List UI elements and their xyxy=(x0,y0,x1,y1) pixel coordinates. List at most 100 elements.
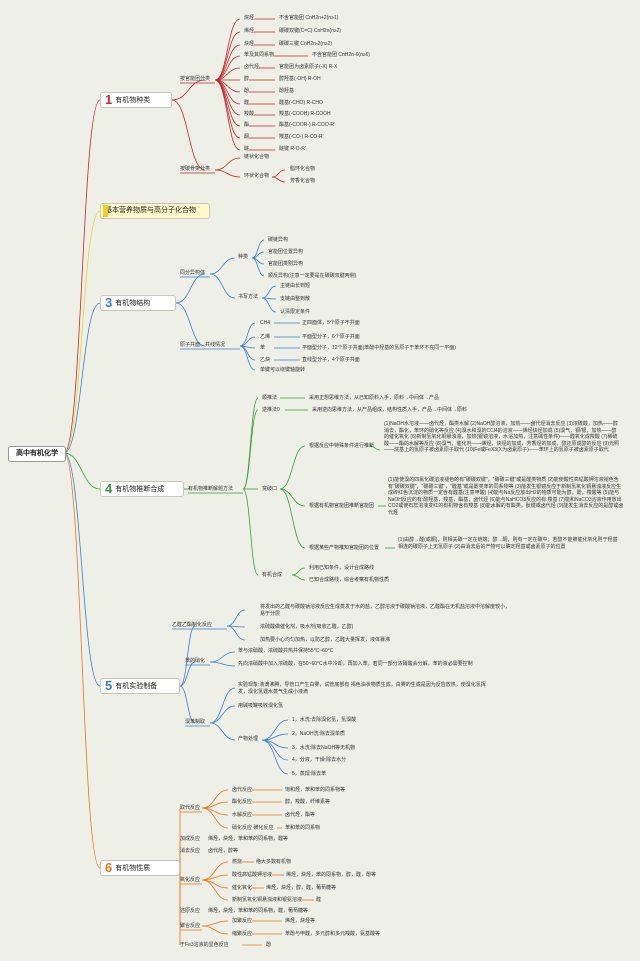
b1-item-desc: 醚键 R-O-R' xyxy=(279,146,306,152)
b3-isomer: 同分异构体 xyxy=(180,270,206,276)
connector xyxy=(214,55,241,81)
b1-item-name: 醛 xyxy=(244,100,250,106)
root-topic[interactable]: 高中有机化学 xyxy=(8,446,66,462)
branch-label: 有机物种类 xyxy=(115,97,151,104)
connector xyxy=(209,687,236,724)
b1-group-functional: 按官能团分类 xyxy=(180,76,211,82)
b6-subst-desc: 饱和烃，苯和苯的同系物等 xyxy=(285,787,346,793)
b6-color: 于Fe3溶液的显色反应 xyxy=(180,942,229,948)
branch-number: 4 xyxy=(105,481,113,496)
connector xyxy=(179,661,196,687)
b3-method: 支链由整到散 xyxy=(280,296,311,302)
b1-alicyclic: 脂环化合物 xyxy=(290,166,316,172)
b6-subst-desc: 醇，羧酸，纤维素等 xyxy=(285,799,331,805)
branch-number: 5 xyxy=(105,678,113,693)
connector xyxy=(261,285,277,299)
b1-item-desc: 醛基(-CHO) R-CHO xyxy=(279,100,323,106)
b1-item-desc: 碳碳双键(C=C) CnH2n(n≥2) xyxy=(279,28,342,34)
connector xyxy=(261,739,289,775)
b6-red-desc: 烯烃，炔烃，苯和苯的同系物，醛，葡萄糖等 xyxy=(208,908,309,914)
connector xyxy=(291,567,306,576)
branch-2[interactable]: 基本营养物质与高分子化合物 xyxy=(100,203,210,219)
b6-poly-item: 加聚反应 xyxy=(232,918,253,924)
b6-poly-desc: 苯酚与甲醛，多元醇和多元羧酸，氨基酸等 xyxy=(285,931,381,937)
b5-ester-c: 加热要小心均匀加热，以防乙醇，乙醛大量挥发，液体暴沸 xyxy=(260,637,391,643)
b4-backward: 逆推法0 xyxy=(262,407,280,413)
b3-kind: 碳链异构 xyxy=(268,237,289,243)
connector xyxy=(175,302,206,347)
b5-bromo: 溴苯制取 xyxy=(185,719,206,725)
connector xyxy=(171,99,206,171)
b5-bromo-a: 实验现象:液滴沸腾，导管口产生白雾，试管底部有 褐色油状物质生成，白雾的生成是因… xyxy=(238,682,486,695)
branch-label: 基本营养物质与高分子化合物 xyxy=(105,207,196,214)
connector xyxy=(209,273,236,299)
b6-poly-desc: 烯烃，炔烃等 xyxy=(285,918,316,924)
connector xyxy=(214,18,241,81)
connector xyxy=(214,79,241,105)
branch-number: 1 xyxy=(105,92,113,107)
b4-cond-desc: (1)NaOH水溶液——卤代烃，酯类水解 (2)NaOH醇溶液，加热——卤代烃消… xyxy=(384,421,620,453)
b1-item-desc: 羧基(-COOH) R-COOH xyxy=(279,111,331,117)
connector xyxy=(214,79,241,151)
b4-forward-desc: 采用正想思维方法，从已知原料入手，原料→中间体→产品 xyxy=(309,395,440,401)
b1-item-desc: 酯基(-COOR-) R-COO-R' xyxy=(279,122,335,128)
b1-item-name: 卤代烃 xyxy=(244,64,260,70)
b3-shape: CH4 xyxy=(260,320,271,326)
b4-synth-a: 利用已知条件，设计合成路线 xyxy=(309,565,375,571)
connector xyxy=(209,257,236,275)
connector xyxy=(171,79,206,101)
connector xyxy=(279,445,306,490)
b4-synth-b: 已知合成路线，综合考察有机物性质 xyxy=(309,577,390,583)
b6-subst-item: 硝化反应 磺化反应 xyxy=(232,825,274,831)
b6-subst-item: 水解反应 xyxy=(232,812,253,818)
connector xyxy=(279,488,306,549)
connector xyxy=(63,210,101,454)
branch-number: 3 xyxy=(105,295,113,310)
b6-subst: 取代反应 xyxy=(180,805,201,811)
b3-shape: 乙烯 xyxy=(260,334,271,340)
b6-subst-item: 酯化反应 xyxy=(232,799,253,805)
b1-ring: 环状化合物 xyxy=(244,173,270,179)
b1-item-name: 苯及其同系物 xyxy=(244,52,275,58)
b1-item-desc: 醇羟基(-OH) R-OH xyxy=(279,76,321,82)
b4-pos-desc: (1)由醇→醛(或酮)，则相关碳一定在链端；醇→酮，则有一定在碳中；若醇不能被催… xyxy=(398,537,618,550)
b6-poly: 聚合反应 xyxy=(180,923,201,929)
connector xyxy=(201,879,229,889)
b5-nitration-b: 先向浓硝酸中加入浓硫酸，在50~60°C水中冷却，再加入苯，若同一部分浓硝酸会分… xyxy=(238,661,473,667)
connector xyxy=(201,920,229,927)
b3-method: 认清限定条件 xyxy=(280,309,311,315)
b3-coplanar: 原子共面、共线情况 xyxy=(180,342,226,348)
connector xyxy=(239,345,256,371)
connector xyxy=(226,625,246,641)
connector xyxy=(63,452,101,490)
connector xyxy=(214,31,241,81)
connector xyxy=(179,685,196,724)
connector xyxy=(214,44,241,81)
connector xyxy=(209,705,236,724)
b3-shape-desc: 正四面体，5个原子不共面 xyxy=(302,320,360,326)
branch-label: 有机物结构 xyxy=(115,300,151,307)
b6-ox-desc: 绝大多数有机物 xyxy=(256,859,292,865)
b3-kind: 官能团类别异构 xyxy=(268,261,304,267)
b3-shape: 苯 xyxy=(260,345,266,351)
b3-shape: 乙炔 xyxy=(260,357,271,363)
branch-marker xyxy=(103,205,108,217)
b1-item-desc: 不含官能团 CnH2n+2(n≥1) xyxy=(279,15,339,21)
b4-func-desc: (1)能使溴的四氯化碳溶液褪色的有"碳碳双键"，"碳碳三键"或是醛类物质 (2)… xyxy=(388,477,624,516)
connector xyxy=(242,488,259,576)
connector xyxy=(369,445,381,451)
b3-kind: 顺反异构(注意一定要是在碳碳双键两侧) xyxy=(268,273,357,279)
b5-nitration: 苯的硝化 xyxy=(185,658,206,664)
b1-item-name: 酮 xyxy=(244,134,250,140)
b1-item-name: 醚 xyxy=(244,146,250,152)
b3-methods: 书写方法 xyxy=(238,294,259,300)
b1-item-name: 炔烃 xyxy=(244,41,255,47)
b1-item-desc: 官能团为卤素原子(-X) R-X xyxy=(279,64,338,70)
b4-forward: 顺推法 xyxy=(262,395,278,401)
